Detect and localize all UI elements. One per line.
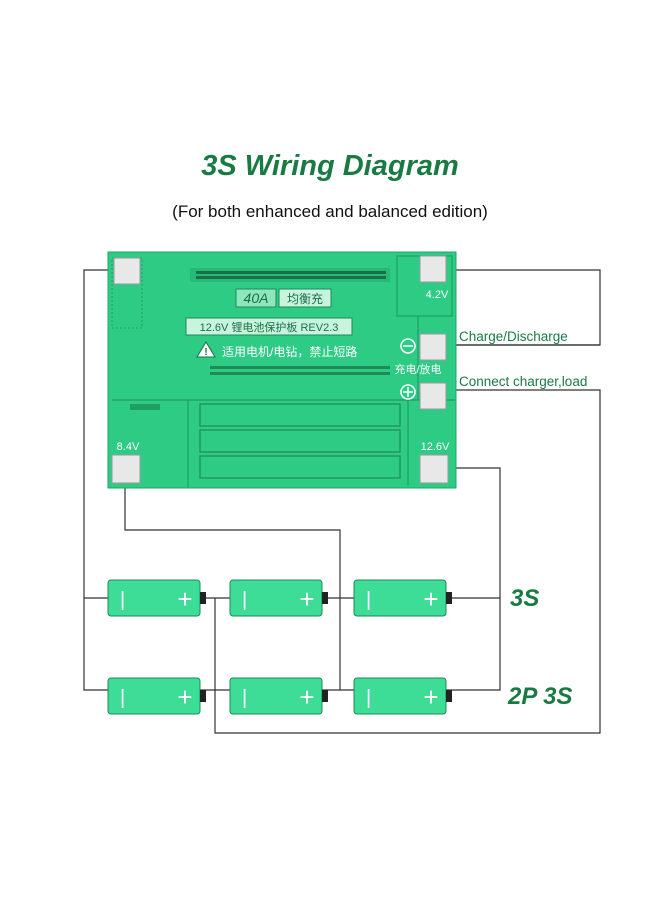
protection-board: 40A 均衡充 12.6V 锂电池保护板 REV2.3 ! 适用电机/电钻，禁止…: [107, 251, 457, 489]
warning-mark: !: [204, 347, 207, 358]
svg-text:+: +: [177, 584, 192, 614]
config-3s-label: 3S: [510, 585, 539, 612]
svg-text:+: +: [423, 584, 438, 614]
svg-text:|: |: [242, 687, 247, 709]
svg-text:|: |: [366, 589, 371, 611]
battery-cell: | +: [229, 677, 328, 715]
pad-12-6v: [419, 454, 449, 484]
svg-text:|: |: [120, 687, 125, 709]
battery-row-3s: | + | + | +: [107, 579, 452, 617]
svg-text:|: |: [366, 687, 371, 709]
diagram-subtitle: (For both enhanced and balanced edition): [172, 202, 488, 221]
board-current-label: 40A: [244, 290, 269, 306]
config-2p3s-label: 2P 3S: [507, 683, 573, 710]
minus-symbol-icon: [400, 338, 416, 354]
board-model-label: 12.6V 锂电池保护板 REV2.3: [200, 320, 339, 334]
battery-cell: | +: [229, 579, 328, 617]
connect-charger-label: Connect charger,load: [459, 374, 587, 389]
wire-8-4v: [124, 485, 341, 690]
svg-text:+: +: [177, 682, 192, 712]
pad-8-4v: [111, 454, 141, 484]
battery-cell: | +: [107, 579, 206, 617]
wire-12-6v: [446, 467, 501, 691]
pad-p-plus: [419, 382, 447, 410]
warning-icon: [196, 341, 216, 358]
wire-charge-plus: [214, 389, 601, 734]
pad-p-minus: [419, 333, 447, 361]
pad-12-6v-label: 12.6V: [421, 441, 450, 453]
plus-symbol-icon: [400, 384, 416, 400]
board-warning-label: 适用电机/电钻，禁止短路: [222, 344, 357, 359]
pad-4-2v-label: 4.2V: [426, 289, 449, 301]
board-charge-discharge-label: 充电/放电: [394, 362, 441, 376]
board-balance-label: 均衡充: [287, 291, 323, 306]
battery-cell: | +: [353, 579, 452, 617]
battery-row-2p3s: | + | + | +: [107, 677, 452, 715]
pad-4-2v: [419, 255, 447, 283]
battery-cell: | +: [353, 677, 452, 715]
svg-text:|: |: [120, 589, 125, 611]
diagram-title: 3S Wiring Diagram: [201, 150, 459, 182]
svg-text:+: +: [299, 584, 314, 614]
wire-b-minus: [83, 269, 110, 691]
svg-text:|: |: [242, 589, 247, 611]
battery-cell: | +: [107, 677, 206, 715]
pad-8-4v-label: 8.4V: [117, 441, 140, 453]
pad-b-minus: [113, 257, 141, 285]
charge-discharge-label: Charge/Discharge: [459, 329, 568, 344]
svg-text:+: +: [299, 682, 314, 712]
svg-text:+: +: [423, 682, 438, 712]
